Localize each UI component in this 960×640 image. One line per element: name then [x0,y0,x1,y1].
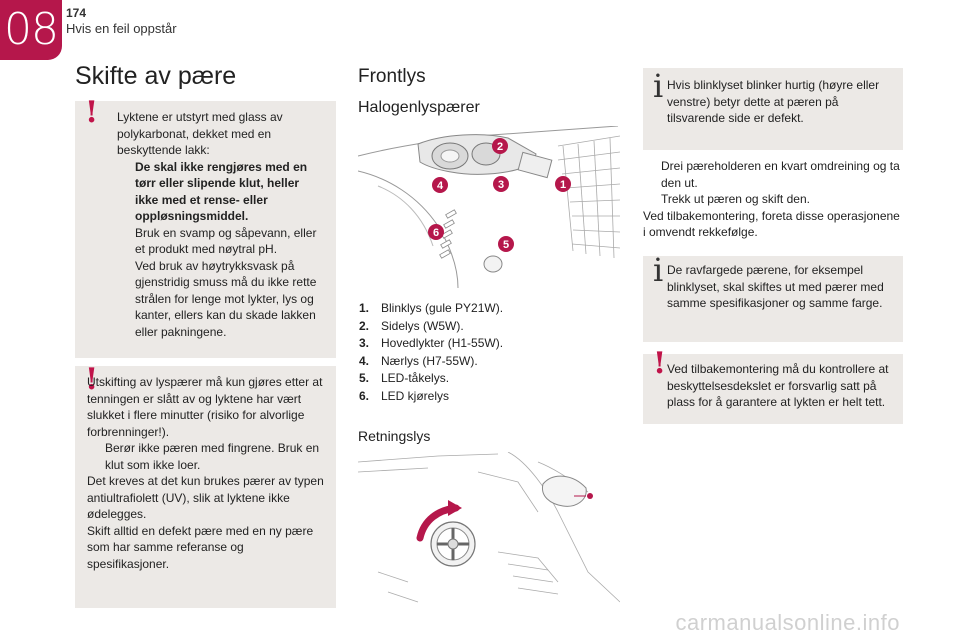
badge-1: 1 [560,179,566,191]
warning-icon: ! [653,346,667,381]
list-item: Berør ikke pæren med fingrene. Bruk en k… [105,441,320,472]
subsection-title-halogen: Halogenlyspærer [358,99,480,116]
reassembly-note: Ved tilbakemontering, foreta disse opera… [643,208,900,240]
list-item: Ved bruk av høytrykksvask på gjenstridig… [135,258,317,339]
warning-icon: ! [85,362,99,397]
warning-box-seal: ! Ved tilbakemontering må du kontrollere… [643,346,903,424]
badge-4: 4 [437,180,444,192]
list-item: Bruk en svamp og såpevann, eller et prod… [135,225,317,257]
badge-6: 6 [433,227,439,239]
warning-box-polycarbonate: ! Lyktene er utstyrt med glass av polyka… [75,95,336,358]
chapter-tab: 08 [0,0,62,60]
legend-item: 4.Nærlys (H7-55W). [359,353,478,368]
legend-item: 5.LED-tåkelys. [359,371,450,385]
legend-item: 1.Blinklys (gule PY21W). [359,301,504,315]
badge-2: 2 [497,141,503,153]
procedure-steps: Drei pæreholderen en kvart omdreining og… [643,158,905,241]
list-item: Trekk ut pæren og skift den. [661,192,810,206]
warning-box-bulb-replacement: ! Utskifting av lyspærer må kun gjøres e… [75,362,336,608]
info-box-fast-blinking: i Hvis blinklyset blinker hurtig (høyre … [643,68,903,150]
info-icon: i [653,251,664,289]
badge-3: 3 [498,179,504,191]
chapter-title: Hvis en feil oppstår [66,21,177,36]
list-item: De skal ikke rengjøres med en tørr eller… [135,159,308,224]
warning-icon: ! [85,95,99,130]
legend-item: 6.LED kjørelys [359,388,450,403]
badge-5: 5 [503,239,509,251]
headlight-illustration: 2 1 3 4 5 6 [357,125,621,289]
page-number: 174 [66,6,87,20]
info-icon: i [653,67,664,105]
list-item: Drei pæreholderen en kvart omdreining og… [661,159,900,190]
indicator-illustration [357,451,621,608]
paragraph: Det kreves at det kun brukes pærer av ty… [87,474,324,521]
subsection-title-retningslys: Retningslys [358,428,431,444]
info-box-amber-bulbs: i De ravfargede pærene, for eksempel bli… [643,251,903,342]
warning-intro: Utskifting av lyspærer må kun gjøres ett… [87,375,323,439]
legend-item: 2.Sidelys (W5W). [359,318,464,333]
headlight-drawing: 2 1 3 4 5 6 [357,125,621,289]
legend-item: 3.Hovedlykter (H1-55W). [359,336,504,350]
paragraph: Skift alltid en defekt pære med en ny pæ… [87,523,314,571]
warning-intro: Lyktene er utstyrt med glass av polykarb… [117,110,283,157]
watermark: carmanualsonline.info [675,610,900,635]
indicator-drawing [357,451,621,603]
page-title: Skifte av pære [75,62,237,90]
section-title-frontlys: Frontlys [358,66,426,87]
bulb-legend: 1.Blinklys (gule PY21W). 2.Sidelys (W5W)… [359,300,503,405]
